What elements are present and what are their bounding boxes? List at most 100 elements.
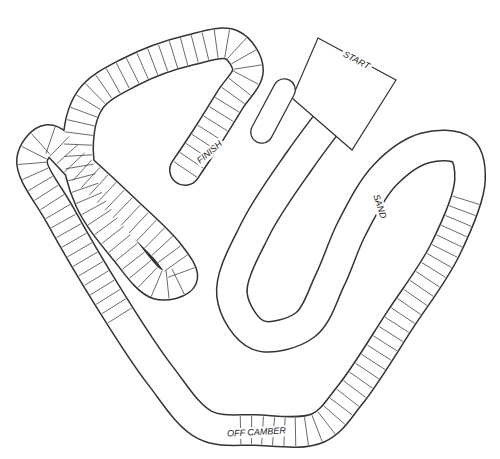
whoop-rung bbox=[95, 218, 118, 235]
whoop-rung bbox=[116, 243, 138, 261]
whoop-rung bbox=[227, 38, 246, 59]
whoop-rung bbox=[71, 107, 97, 117]
whoop-rung bbox=[174, 162, 197, 178]
whoop-rung bbox=[441, 225, 467, 237]
start-gate bbox=[292, 38, 396, 150]
whoop-rung bbox=[108, 308, 132, 323]
whoop-rung bbox=[145, 228, 165, 248]
track-outline bbox=[32, 43, 470, 432]
whoop-rung bbox=[312, 415, 322, 441]
whoop-rung bbox=[222, 87, 245, 103]
whoop-rung bbox=[151, 271, 162, 297]
whoop-rung bbox=[152, 236, 173, 255]
whoop-rung bbox=[214, 30, 218, 58]
whoop-rung bbox=[350, 372, 373, 388]
whoop-rung bbox=[129, 260, 151, 278]
whoop-rung bbox=[50, 136, 69, 156]
whoop-rung bbox=[295, 418, 297, 446]
whoop-rung bbox=[422, 263, 446, 278]
whoop-rung bbox=[22, 168, 48, 179]
whoop-rung bbox=[85, 271, 109, 285]
whoop-rung bbox=[96, 75, 112, 98]
whoop-rung bbox=[158, 45, 167, 71]
whoop-rung bbox=[379, 327, 403, 342]
whoop-rung bbox=[391, 308, 414, 324]
whoop-rung bbox=[96, 289, 120, 304]
track-edge bbox=[32, 43, 470, 432]
whoop-rung bbox=[57, 145, 78, 164]
whoop-rung bbox=[148, 49, 158, 75]
whoop-rung bbox=[82, 201, 106, 215]
whoop-rung bbox=[304, 417, 308, 445]
whoop-rung bbox=[137, 220, 156, 240]
whoop-rung bbox=[158, 246, 180, 263]
whoop-rung bbox=[453, 196, 480, 204]
whoop-rung bbox=[164, 255, 187, 271]
whoop-rung bbox=[113, 198, 132, 218]
whoop-rung bbox=[109, 235, 131, 253]
whoop-rung bbox=[77, 95, 101, 110]
whoop-rung bbox=[105, 190, 124, 210]
whoop-rung bbox=[427, 254, 451, 268]
whoop-rung bbox=[129, 213, 148, 234]
whoop-rung bbox=[51, 214, 75, 228]
whoop-rung bbox=[116, 63, 129, 88]
whoop-rung bbox=[62, 233, 86, 247]
whoop-rung bbox=[432, 245, 457, 258]
whoop-rung bbox=[72, 183, 98, 192]
whoop-rung bbox=[73, 252, 97, 266]
whoop-rung bbox=[121, 205, 140, 225]
whoop-rung bbox=[106, 69, 120, 93]
whoop-rung bbox=[404, 289, 427, 305]
whoop-rung bbox=[410, 280, 433, 296]
whoop-rung bbox=[86, 84, 106, 104]
whoop-rung bbox=[31, 133, 50, 154]
whoop-rung bbox=[18, 162, 46, 164]
whoop-rung bbox=[46, 127, 55, 153]
whoop-rung bbox=[215, 97, 239, 112]
whoop-rung bbox=[437, 235, 462, 247]
whoop-rung bbox=[138, 267, 157, 287]
whoop-rung bbox=[66, 164, 94, 169]
whoop-rung bbox=[356, 363, 379, 379]
whoop-rung bbox=[97, 182, 116, 202]
track-surface bbox=[32, 43, 470, 432]
whoop-rung bbox=[169, 41, 177, 68]
whoop-rung bbox=[68, 174, 95, 181]
whoop-rung bbox=[90, 280, 114, 295]
whoop-rung bbox=[102, 226, 124, 243]
whoop-rung bbox=[180, 38, 187, 65]
whoop-rung bbox=[166, 271, 169, 299]
whoop-rung bbox=[68, 243, 92, 257]
whoop-rung bbox=[76, 192, 102, 203]
whoop-rung bbox=[79, 262, 103, 276]
whoop-rung bbox=[102, 299, 126, 314]
whoop-rung bbox=[204, 116, 228, 131]
whoop-rung bbox=[46, 204, 70, 218]
whoop-rung bbox=[35, 185, 59, 200]
whoop-rung bbox=[234, 65, 262, 69]
whoop-rung bbox=[172, 269, 184, 294]
whoop-rung bbox=[191, 35, 198, 62]
whoop-rung bbox=[88, 210, 111, 225]
whoop-rung bbox=[373, 336, 397, 351]
whoop-rung bbox=[65, 132, 93, 136]
whoop-rung bbox=[64, 144, 92, 145]
whoop-rung bbox=[137, 53, 148, 79]
whoop-rung bbox=[343, 381, 365, 398]
whoop-rung bbox=[22, 146, 47, 159]
start-slot bbox=[247, 75, 299, 147]
whoop-rung bbox=[318, 412, 335, 434]
whoop-rung bbox=[81, 167, 100, 188]
whoop-rung bbox=[202, 32, 209, 59]
whoop-rung bbox=[416, 272, 439, 287]
whoop-rung bbox=[324, 406, 345, 424]
whoop-rung bbox=[40, 195, 64, 210]
whoop-rung bbox=[367, 345, 391, 360]
whoop-rung bbox=[362, 354, 385, 369]
whoop-rung bbox=[67, 120, 94, 126]
whoop-rung bbox=[337, 389, 359, 406]
whoop-rungs bbox=[18, 30, 479, 446]
